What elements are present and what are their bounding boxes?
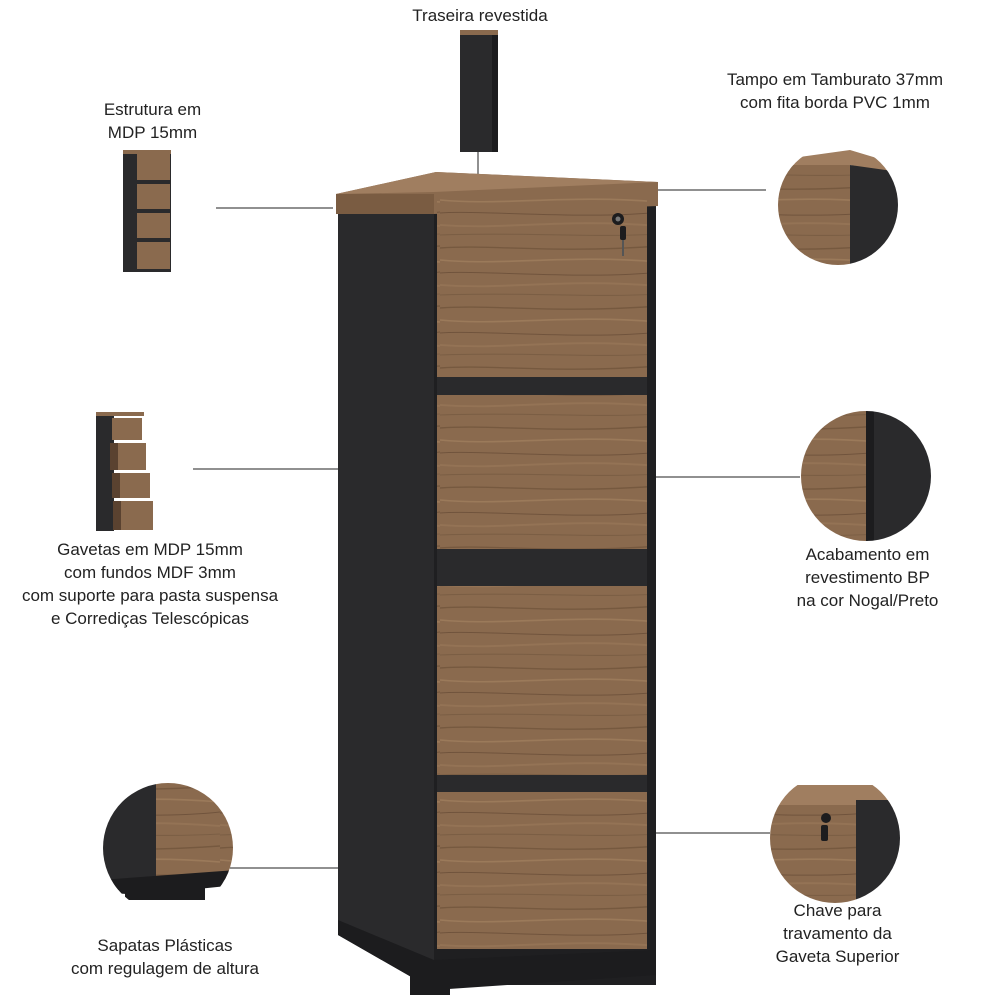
key-lock-icon <box>612 213 626 256</box>
structure-thumbnail <box>123 150 171 272</box>
detail-sapatas <box>103 783 233 913</box>
label-chave: Chave para travamento da Gaveta Superior <box>775 901 900 966</box>
label-acabamento: Acabamento em revestimento BP na cor Nog… <box>796 545 939 610</box>
detail-acabamento <box>801 411 931 541</box>
detail-chave <box>770 773 900 903</box>
back-panel <box>460 30 498 152</box>
label-estrutura: Estrutura em MDP 15mm <box>103 100 202 142</box>
label-tampo: Tampo em Tamburato 37mm com fita borda P… <box>726 70 944 112</box>
drawers-thumbnail <box>96 412 153 531</box>
label-sapatas: Sapatas Plásticas com regulagem de altur… <box>70 936 260 978</box>
label-traseira: Traseira revestida <box>412 6 548 25</box>
label-gavetas: Gavetas em MDP 15mm com fundos MDF 3mm c… <box>21 540 279 628</box>
main-cabinet <box>336 172 658 995</box>
detail-tampo <box>778 145 898 265</box>
